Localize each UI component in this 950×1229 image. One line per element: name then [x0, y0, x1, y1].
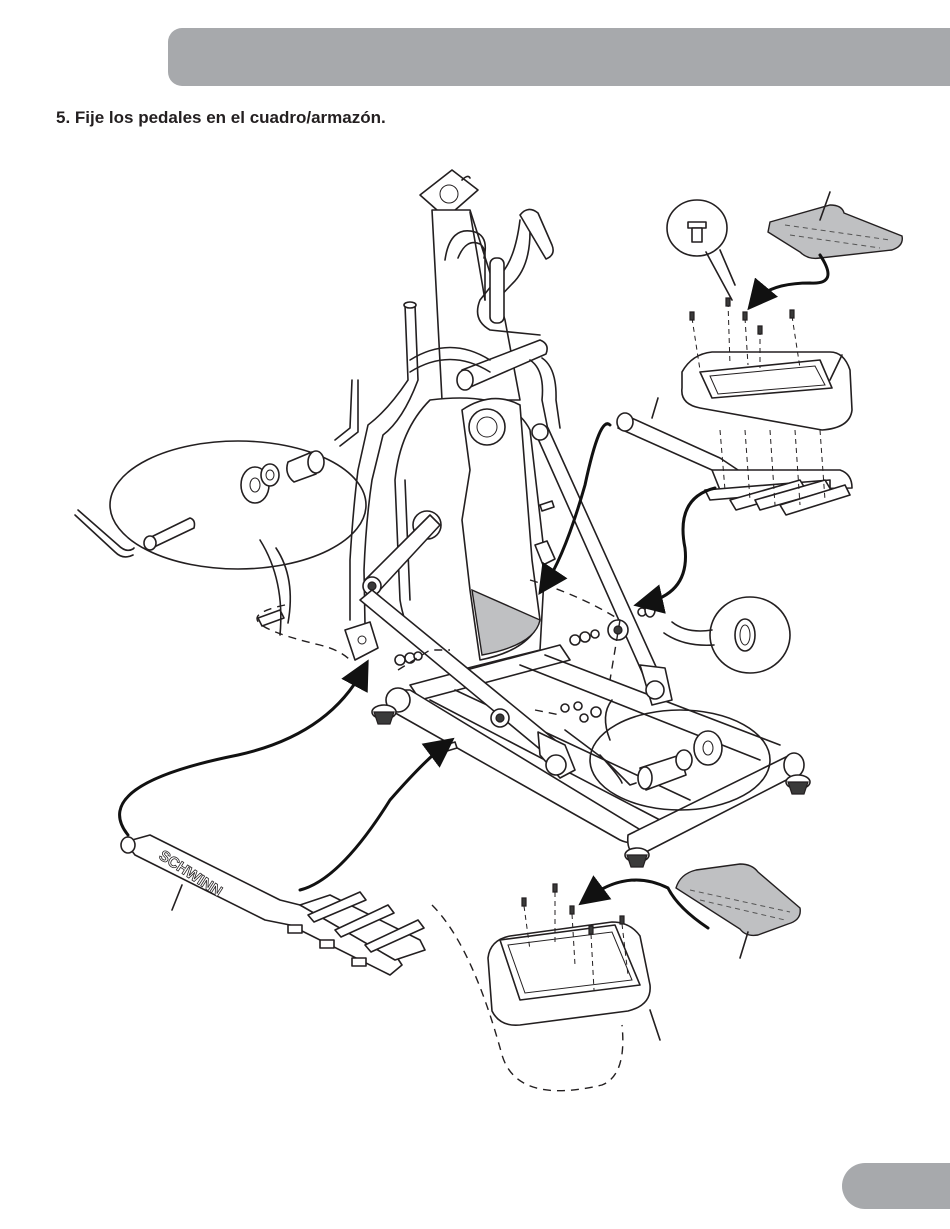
right-pedal-assembly [617, 192, 902, 515]
callout-left [75, 380, 366, 635]
left-pedal-assembly [488, 864, 800, 1040]
callout-right-bushing [645, 597, 790, 673]
left-pedal-arm: SCHWINN [121, 835, 425, 975]
page-number-tab [842, 1163, 950, 1209]
